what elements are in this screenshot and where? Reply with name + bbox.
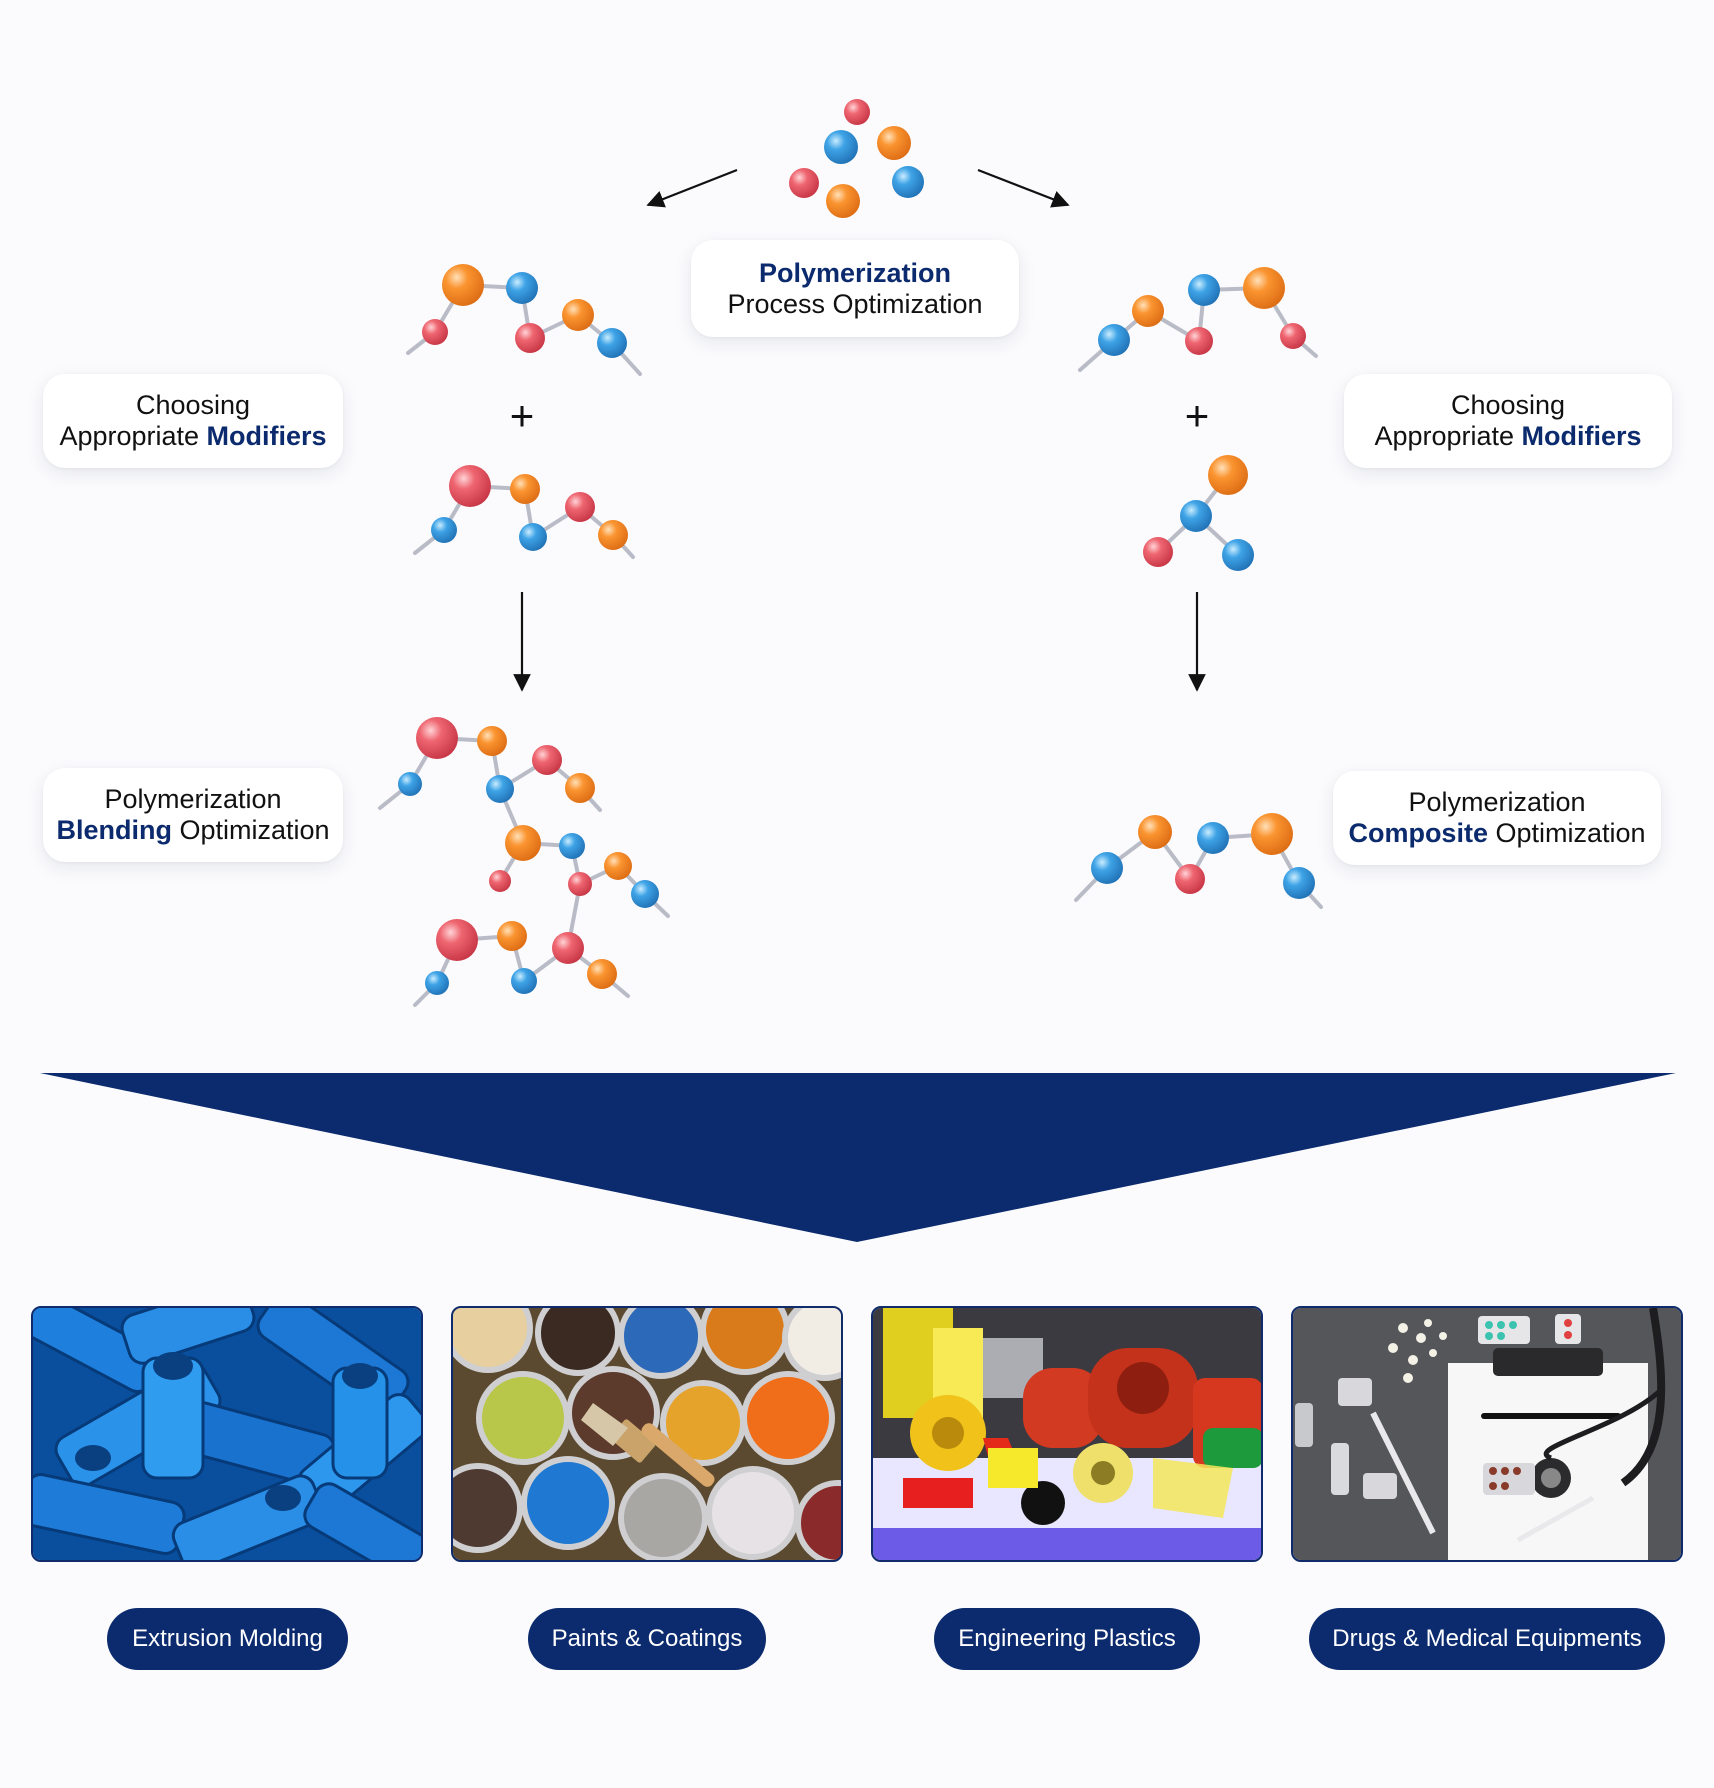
molecule-composite-chain <box>1074 813 1323 909</box>
pill-extrusion-molding[interactable]: Extrusion Molding <box>107 1608 348 1670</box>
molecule-right-molecule-b <box>1143 455 1254 571</box>
process-rest: Process Optimization <box>727 288 983 319</box>
blending-highlight: Blending <box>56 815 172 845</box>
left-modifiers-prefix: Appropriate <box>59 421 207 451</box>
molecule-left-chain-a <box>406 264 642 376</box>
plus-sign-right: + <box>1185 392 1210 439</box>
diagram-artwork: + <box>40 99 1676 1242</box>
image-extrusion-molding <box>31 1306 423 1562</box>
blending-suffix: Optimization <box>171 815 330 845</box>
arrow-top-right <box>977 168 1070 208</box>
composite-highlight: Composite <box>1348 818 1488 848</box>
right-modifiers-prefix: Appropriate <box>1374 421 1522 451</box>
plus-sign-left: + <box>510 392 535 439</box>
left-modifiers-line2: Appropriate Modifiers <box>59 421 326 452</box>
image-engineering-plastics <box>871 1306 1263 1562</box>
funnel-arrow <box>40 1073 1676 1242</box>
image-paints-coatings <box>451 1306 843 1562</box>
label-composite-optimization: Polymerization Composite Optimization <box>1333 771 1661 865</box>
molecule-right-chain-a <box>1078 267 1318 372</box>
right-modifiers-line1: Choosing <box>1450 390 1566 420</box>
process-highlight: Polymerization <box>758 257 952 288</box>
pill-engineering-plastics[interactable]: Engineering Plastics <box>934 1608 1200 1670</box>
label-left-modifiers: Choosing Appropriate Modifiers <box>43 374 343 468</box>
label-blending-optimization: Polymerization Blending Optimization <box>43 768 343 862</box>
label-right-modifiers: Choosing Appropriate Modifiers <box>1344 374 1672 468</box>
pill-drugs-medical-equipments[interactable]: Drugs & Medical Equipments <box>1309 1608 1665 1670</box>
composite-line2: Composite Optimization <box>1348 818 1645 849</box>
top-atoms-cluster <box>789 99 924 218</box>
composite-line1: Polymerization <box>1408 787 1586 817</box>
molecule-blended-cluster <box>378 717 670 1007</box>
molecule-left-chain-b <box>413 465 635 559</box>
left-modifiers-line1: Choosing <box>135 390 251 420</box>
pill-paints-coatings[interactable]: Paints & Coatings <box>528 1608 766 1670</box>
image-drugs-medical <box>1291 1306 1683 1562</box>
composite-suffix: Optimization <box>1487 818 1646 848</box>
left-modifiers-highlight: Modifiers <box>206 421 327 451</box>
arrow-top-left <box>646 168 738 208</box>
blending-line2: Blending Optimization <box>56 815 329 846</box>
right-modifiers-line2: Appropriate Modifiers <box>1374 421 1641 452</box>
blending-line1: Polymerization <box>104 784 282 814</box>
label-process-optimization: Polymerization Process Optimization <box>691 240 1019 337</box>
right-modifiers-highlight: Modifiers <box>1521 421 1642 451</box>
